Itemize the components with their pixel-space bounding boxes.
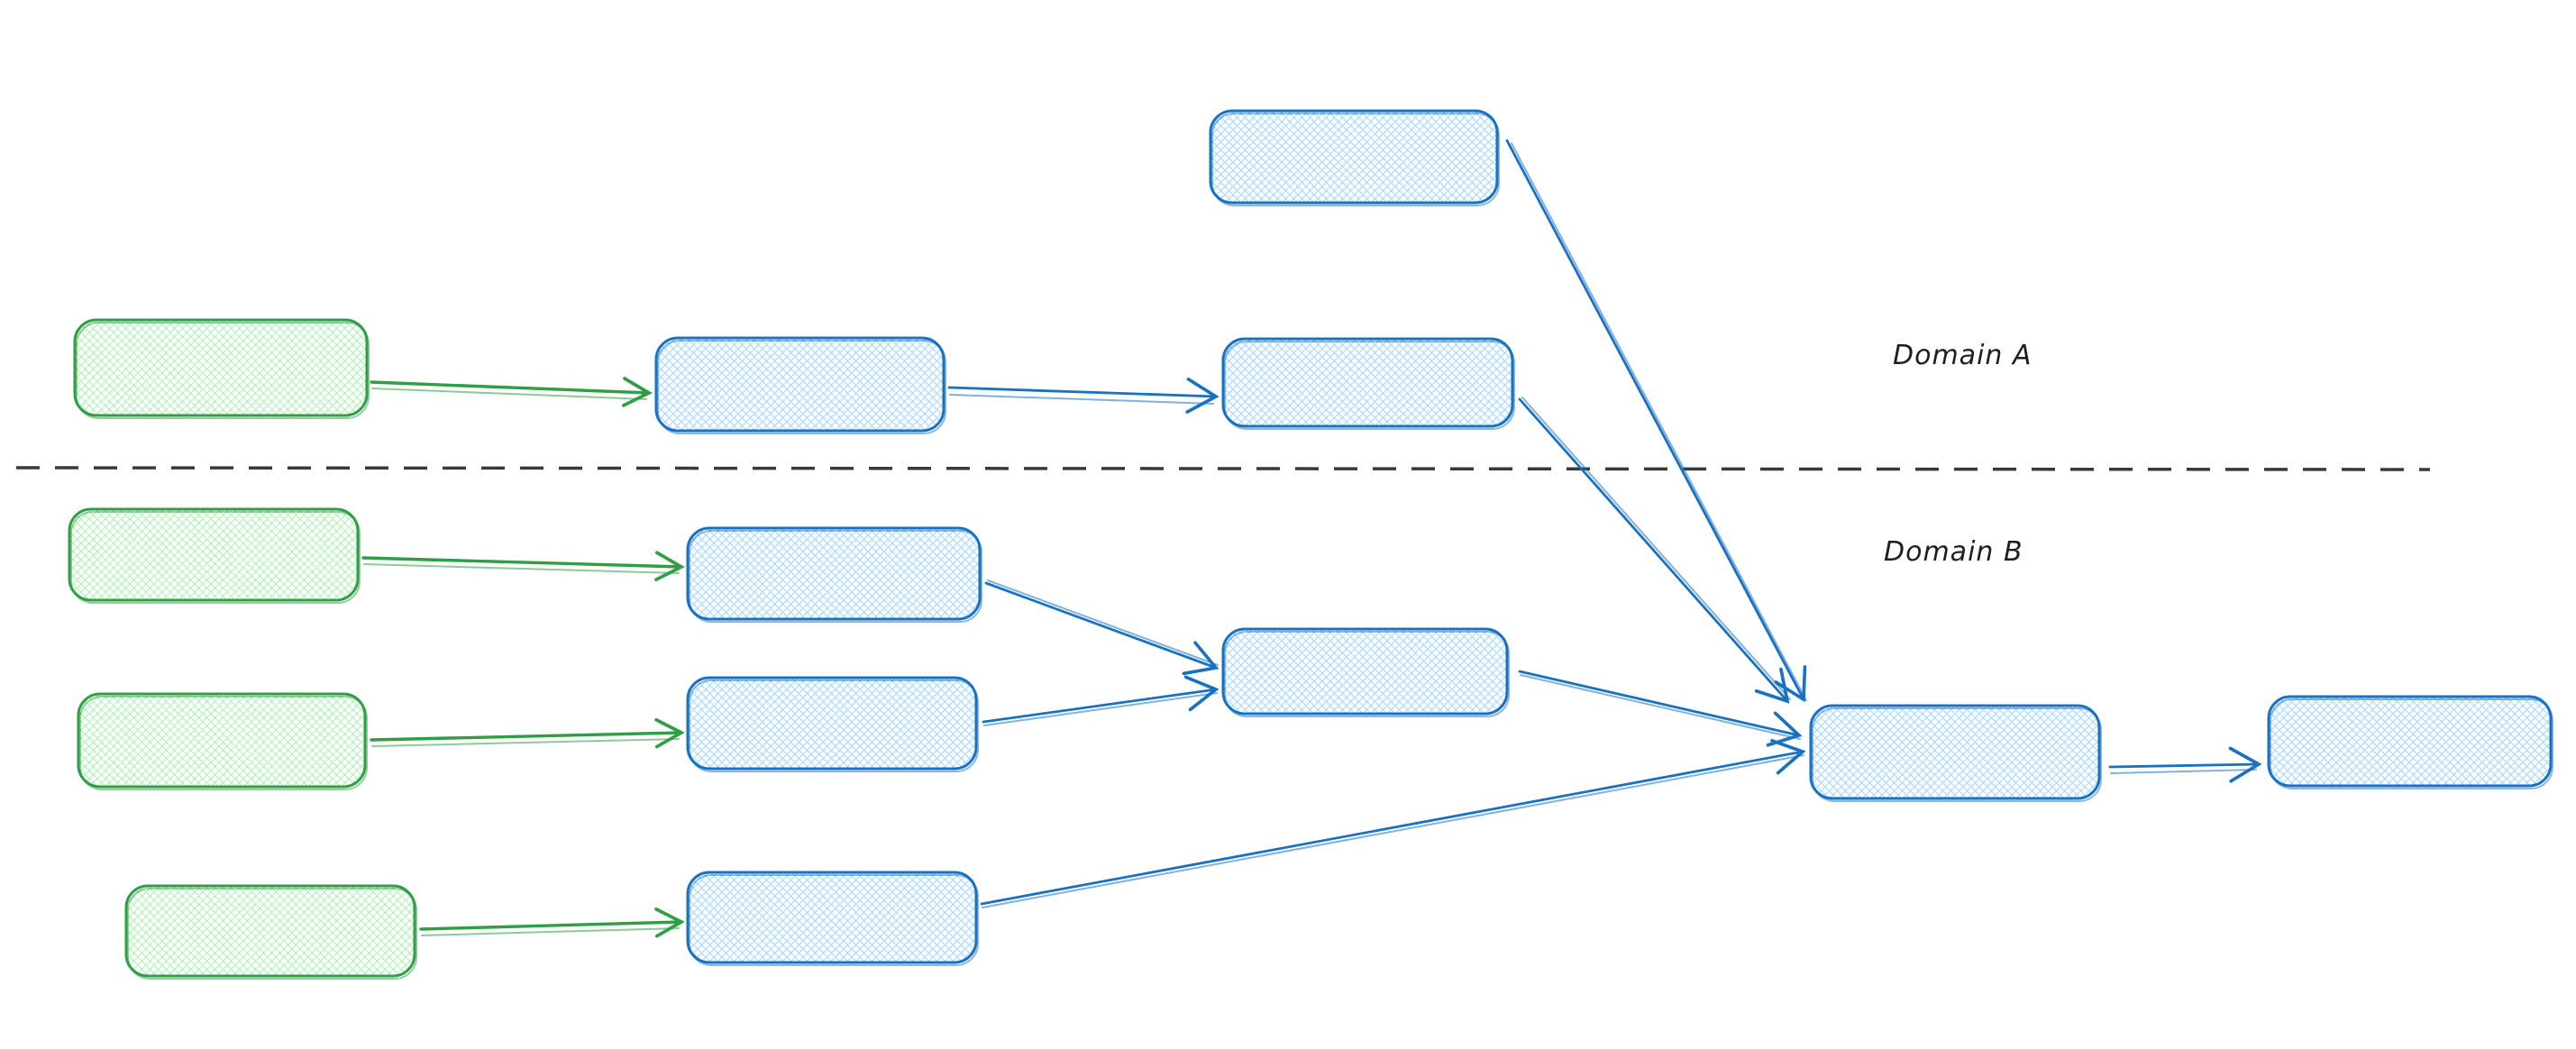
central-merge-box-shape [1809,704,2101,800]
domain-b-blue-step-1-shape [686,526,982,621]
sketch-overlay [1812,707,2102,802]
sketch-overlay [689,874,979,966]
edge-domain-b-step-3-to-central-merge [980,738,1806,908]
node-top-blue-box [1209,109,1500,206]
node-domain-b-green-source-3 [124,884,417,980]
node-domain-b-green-source-2 [77,692,368,790]
sketch-overlay [1211,113,1500,206]
node-domain-a-blue-step-2 [1221,337,1515,430]
sketch-overlay [2270,698,2553,789]
domain-b-green-source-1-shape [68,507,360,602]
sketch-overlay [1224,341,1515,430]
edge-domain-b-merge-to-central-merge [1518,670,1803,747]
domain-b-green-source-3-shape [124,884,416,978]
domain-b-label: Domain B [1884,536,2023,568]
node-domain-b-blue-merge [1221,627,1510,717]
edge-domain-a-green-source-to-step-1 [370,377,653,407]
edge-top-blue-box-to-central-merge [1505,139,1807,703]
domain-b-blue-step-3-shape [686,871,978,964]
edge-domain-b-green-source-3-to-step-3 [419,907,685,938]
node-domain-b-blue-step-1 [686,526,982,623]
sketch-overlay [1224,631,1510,717]
node-domain-a-blue-step-1 [654,336,946,434]
edge-domain-b-step-1-to-merge [984,579,1219,676]
top-blue-box-shape [1209,109,1499,205]
edge-central-merge-to-final-output [2108,746,2262,783]
sketch-overlay [70,511,361,604]
edge-domain-a-step-1-to-step-2 [947,377,1219,414]
sketch-overlay [127,888,417,980]
edge-domain-a-step-2-to-central-merge [1518,397,1791,704]
sketch-overlay [689,530,982,623]
domain-b-blue-merge-shape [1221,627,1509,716]
domain-a-blue-step-2-shape [1221,337,1514,428]
edge-domain-b-step-2-to-merge [982,675,1219,726]
node-domain-b-blue-step-2 [686,676,979,772]
node-central-merge-box [1809,704,2102,802]
domain-b-green-source-2-shape [77,692,367,789]
domain-a-blue-step-1-shape [654,336,945,433]
node-domain-b-green-source-1 [68,507,361,604]
domain-b-blue-step-2-shape [686,676,978,771]
edge-domain-b-green-source-1-to-step-1 [361,551,685,582]
sketch-overlay [657,340,946,434]
domain-a-green-source-shape [73,318,369,417]
final-output-box-shape [2267,695,2553,788]
node-domain-a-green-source [73,318,370,419]
node-final-output-box [2267,695,2553,789]
sketch-overlay [76,322,370,419]
edge-domain-b-green-source-2-to-step-2 [370,717,685,749]
node-domain-b-blue-step-3 [686,871,979,966]
sketch-overlay [79,696,368,790]
domain-a-label: Domain A [1893,340,2032,371]
sketch-overlay [689,680,979,772]
domain-divider-line [15,466,2431,471]
